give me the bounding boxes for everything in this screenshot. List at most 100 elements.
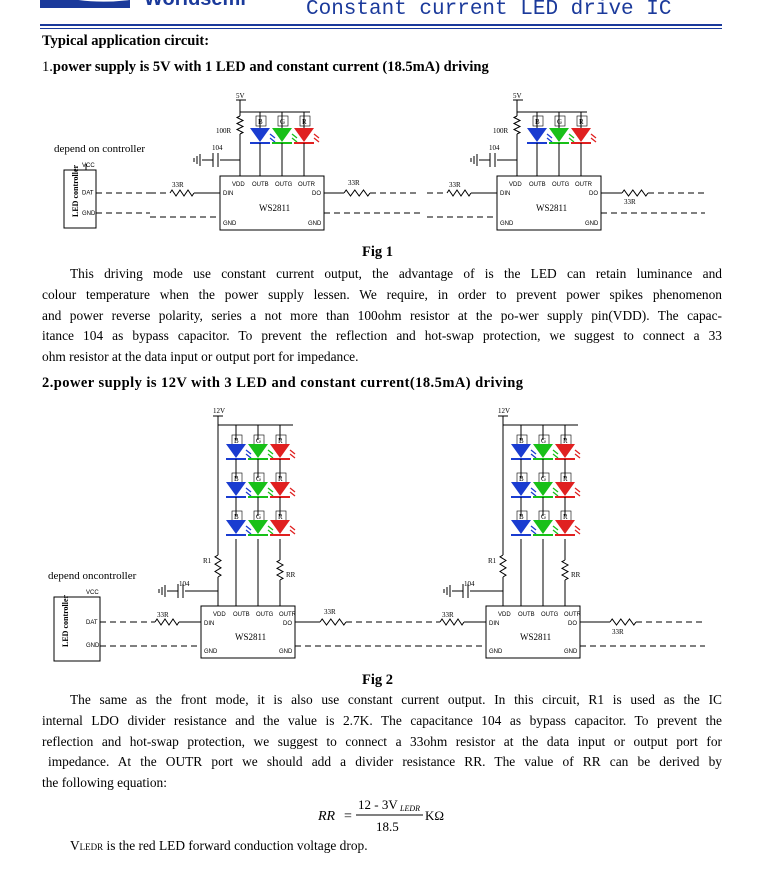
pin-outg: OUTG: [552, 182, 570, 188]
led-blue-ray: [546, 133, 553, 139]
led-label-box: [277, 115, 289, 127]
series-resistor: [439, 618, 465, 626]
led-red-ray: [574, 487, 581, 493]
pin-gnd: GND: [564, 649, 578, 655]
pin-gnd: GND: [204, 649, 218, 655]
eq-numerator-sub: LEDR: [399, 804, 420, 813]
led-blue-ray: [245, 487, 252, 493]
paragraph-2: The same as the front mode, it is also u…: [42, 690, 722, 794]
led-green: [272, 128, 292, 142]
led-letter: R: [563, 475, 568, 483]
supply-label: 5V: [236, 92, 245, 100]
series-label: 33R: [172, 181, 184, 189]
eq-equals: =: [344, 809, 352, 824]
vledr-note: VLEDR is the red LED forward conduction …: [70, 838, 368, 854]
pin-outr: OUTR: [564, 612, 582, 618]
pin-vdd: VDD: [498, 612, 511, 618]
resistor-100r: [512, 115, 522, 135]
resistor-r1: [499, 554, 507, 578]
fig2-caption: Fig 2: [362, 672, 394, 688]
resistor-rr: [560, 559, 570, 581]
led-red: [270, 482, 290, 496]
document-title: Constant current LED drive IC: [306, 0, 672, 21]
pin-outr: OUTR: [575, 182, 593, 188]
led-label-box: [554, 115, 566, 127]
pin-vdd: VDD: [213, 612, 226, 618]
led-blue-ray: [530, 449, 537, 455]
case1-number: 1.: [42, 59, 53, 75]
led-letter: B: [234, 513, 239, 521]
case2-heading: 2.power supply is 12V with 3 LED and con…: [42, 375, 524, 391]
led-green: [248, 482, 268, 496]
led-label-box: [532, 115, 544, 127]
paragraph-line: impedance. At the OUTR port we should ad…: [48, 754, 722, 770]
pin-outb: OUTB: [233, 612, 250, 618]
led-blue-ray: [245, 491, 252, 497]
series-label: 33R: [612, 628, 624, 636]
led-blue: [226, 482, 246, 496]
paragraph-line: This driving mode use constant current o…: [70, 266, 722, 281]
cap-label: 104: [212, 144, 223, 152]
led-red-ray: [574, 529, 581, 535]
led-red-ray: [574, 491, 581, 497]
pin-vdd: VDD: [232, 182, 245, 188]
section-heading: Typical application circuit:: [42, 33, 210, 49]
series-resistor: [446, 189, 472, 197]
resistor-label: 100R: [493, 127, 509, 135]
pin-outg: OUTG: [275, 182, 293, 188]
led-green-ray: [267, 449, 274, 455]
vledr-sub: LEDR: [79, 842, 104, 852]
series-label: 33R: [442, 611, 454, 619]
series-resistor: [343, 189, 371, 197]
led-green: [248, 520, 268, 534]
controller-caption: depend on controller: [54, 143, 145, 155]
led-blue-ray: [546, 137, 553, 143]
led-red-ray: [574, 525, 581, 531]
pin-outr: OUTR: [279, 612, 297, 618]
pin-gnd: GND: [585, 221, 599, 227]
led-blue-ray: [530, 529, 537, 535]
ic-label: WS2811: [520, 632, 551, 642]
header-rule-thin: [40, 28, 722, 29]
supply-label: 5V: [513, 92, 522, 100]
vledr-symbol: V: [70, 838, 80, 853]
led-blue-ray: [269, 133, 276, 139]
cap-label: 104: [179, 580, 190, 588]
led-red-ray: [289, 453, 296, 459]
led-red-ray: [590, 137, 597, 143]
led-red: [270, 520, 290, 534]
led-green-ray: [267, 453, 274, 459]
led-red-ray: [289, 491, 296, 497]
led-red-ray: [574, 453, 581, 459]
led-red: [555, 520, 575, 534]
led-blue-ray: [530, 453, 537, 459]
led-blue: [511, 482, 531, 496]
resistor-label: 100R: [216, 127, 232, 135]
led-green-ray: [267, 525, 274, 531]
led-letter: R: [278, 513, 283, 521]
led-green: [533, 444, 553, 458]
led-letter: G: [280, 118, 285, 126]
resistor-r1: [214, 554, 222, 578]
pin-din: DIN: [204, 621, 214, 627]
case1-heading: 1.power supply is 5V with 1 LED and cons…: [42, 59, 489, 76]
paragraph-line: reflection and hot-swap protection, we s…: [42, 733, 722, 749]
led-label-box: [255, 115, 267, 127]
ic-label: WS2811: [235, 632, 266, 642]
led-letter: G: [256, 475, 261, 483]
pin-outb: OUTB: [529, 182, 546, 188]
r1-label: R1: [203, 557, 212, 565]
header-rule: [40, 24, 722, 26]
company-logo: Worldsemi: [40, 0, 290, 10]
led-green: [549, 128, 569, 142]
pin-do: DO: [312, 191, 321, 197]
fig1-controller: [63, 169, 97, 229]
eq-numerator: 12 - 3V: [358, 797, 398, 812]
fig1-caption: Fig 1: [362, 244, 394, 260]
resistor-rr: [275, 559, 285, 581]
ic-label: WS2811: [259, 203, 290, 213]
led-blue-ray: [530, 491, 537, 497]
paragraph-1: This driving mode use constant current o…: [42, 264, 722, 368]
led-green: [533, 520, 553, 534]
series-label: 33R: [157, 611, 169, 619]
